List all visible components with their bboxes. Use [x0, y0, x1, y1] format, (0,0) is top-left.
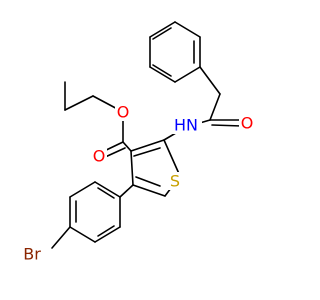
bond — [97, 225, 115, 237]
bond — [122, 141, 132, 152]
bond — [199, 66, 221, 95]
bond — [51, 226, 71, 249]
bond — [69, 181, 96, 198]
atom-label-o-carbonyl: O — [93, 147, 106, 166]
bond — [174, 21, 201, 38]
bond — [132, 184, 166, 197]
atom-oxygen-ester: O — [115, 103, 131, 122]
atom-label-o-ester: O — [117, 103, 130, 122]
bond — [119, 184, 134, 198]
atom-label-o-amide: O — [241, 114, 254, 133]
bond — [94, 226, 121, 243]
bond — [152, 64, 172, 77]
atom-label-br: Br — [23, 245, 41, 264]
atom-bromine: Br — [18, 245, 46, 264]
atom-label-hn: HN — [174, 116, 198, 135]
bond — [152, 27, 172, 40]
bond — [130, 139, 165, 152]
bond — [149, 21, 176, 38]
bond — [163, 139, 181, 177]
bond-layer — [51, 21, 243, 249]
bond — [64, 95, 94, 111]
molecule-canvas: O O HN O S Br — [18, 21, 255, 264]
bond — [174, 66, 201, 83]
bond — [209, 93, 221, 121]
bond — [211, 124, 243, 127]
bond — [94, 181, 121, 198]
atom-oxygen-amide: O — [239, 114, 255, 133]
atom-sulfur: S — [167, 172, 183, 191]
atom-label-layer: O O HN O S Br — [18, 103, 255, 264]
bond — [135, 176, 161, 187]
bond — [149, 66, 176, 83]
bond — [133, 147, 161, 157]
molecule-structure: O O HN O S Br — [18, 21, 255, 264]
atom-nh: HN — [170, 116, 202, 135]
bond — [69, 226, 96, 243]
atom-label-s: S — [170, 172, 180, 191]
bond — [130, 150, 134, 186]
bond — [97, 187, 115, 199]
atom-oxygen-carbonyl-ester: O — [91, 147, 107, 166]
